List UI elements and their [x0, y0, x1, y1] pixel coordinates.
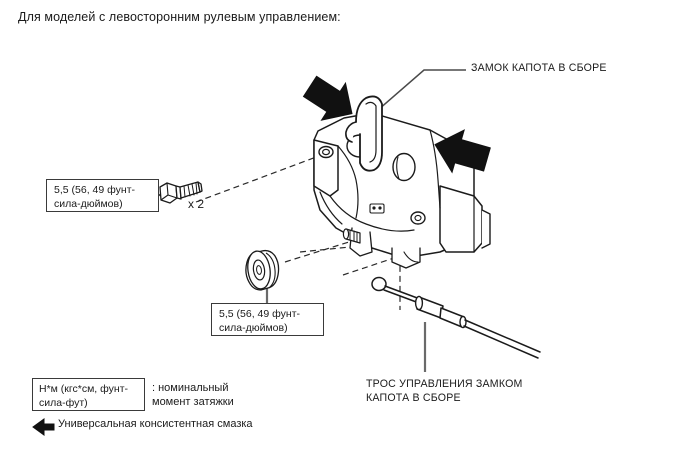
part-label-hood-lock-assembly: ЗАМОК КАПОТА В СБОРЕ [471, 62, 607, 74]
legend-unit-line2: сила-фут) [39, 396, 88, 409]
torque-callout-washer-line2: сила-дюймов) [219, 321, 288, 334]
bolt-quantity-label: x 2 [188, 197, 205, 211]
hood-lock-body-icon [314, 96, 490, 268]
assembly-axis-cable [300, 246, 400, 310]
bolt-icon [160, 182, 202, 203]
washer-icon [245, 250, 278, 291]
assembly-axis-bolt [196, 153, 327, 202]
torque-callout-washer-line1: 5,5 (56, 49 фунт- [219, 308, 300, 320]
grease-arrow-icon-upper [298, 68, 364, 132]
left-arrow-icon [33, 419, 54, 435]
leader-hood-lock [370, 70, 466, 117]
legend-unit-line1: Н*м (кгс*см, фунт- [39, 383, 129, 395]
torque-callout-bolt-line1: 5,5 (56, 49 фунт- [54, 184, 135, 196]
torque-callout-washer: 5,5 (56, 49 фунт- сила-дюймов) [211, 303, 324, 336]
legend-unit-description: : номинальный момент затяжки [152, 381, 234, 409]
grease-arrow-icon-lower [429, 123, 493, 180]
page-title: Для моделей с левосторонним рулевым упра… [18, 10, 341, 24]
legend-unit-box: Н*м (кгс*см, фунт- сила-фут) [32, 378, 145, 411]
control-cable-icon [372, 278, 540, 359]
part-label-cable-line1: ТРОС УПРАВЛЕНИЯ ЗАМКОМ [366, 378, 523, 390]
part-label-cable-assembly: ТРОС УПРАВЛЕНИЯ ЗАМКОМ КАПОТА В СБОРЕ [366, 378, 523, 405]
legend-unit-desc-line1: : номинальный [152, 382, 229, 394]
legend-unit-desc-line2: момент затяжки [152, 396, 234, 408]
torque-callout-bolt: 5,5 (56, 49 фунт- сила-дюймов) [46, 179, 159, 212]
torque-callout-bolt-line2: сила-дюймов) [54, 197, 123, 210]
legend-grease-text: Универсальная консистентная смазка [58, 418, 253, 430]
part-label-cable-line2: КАПОТА В СБОРЕ [366, 391, 461, 404]
assembly-axis-washer [285, 241, 352, 262]
